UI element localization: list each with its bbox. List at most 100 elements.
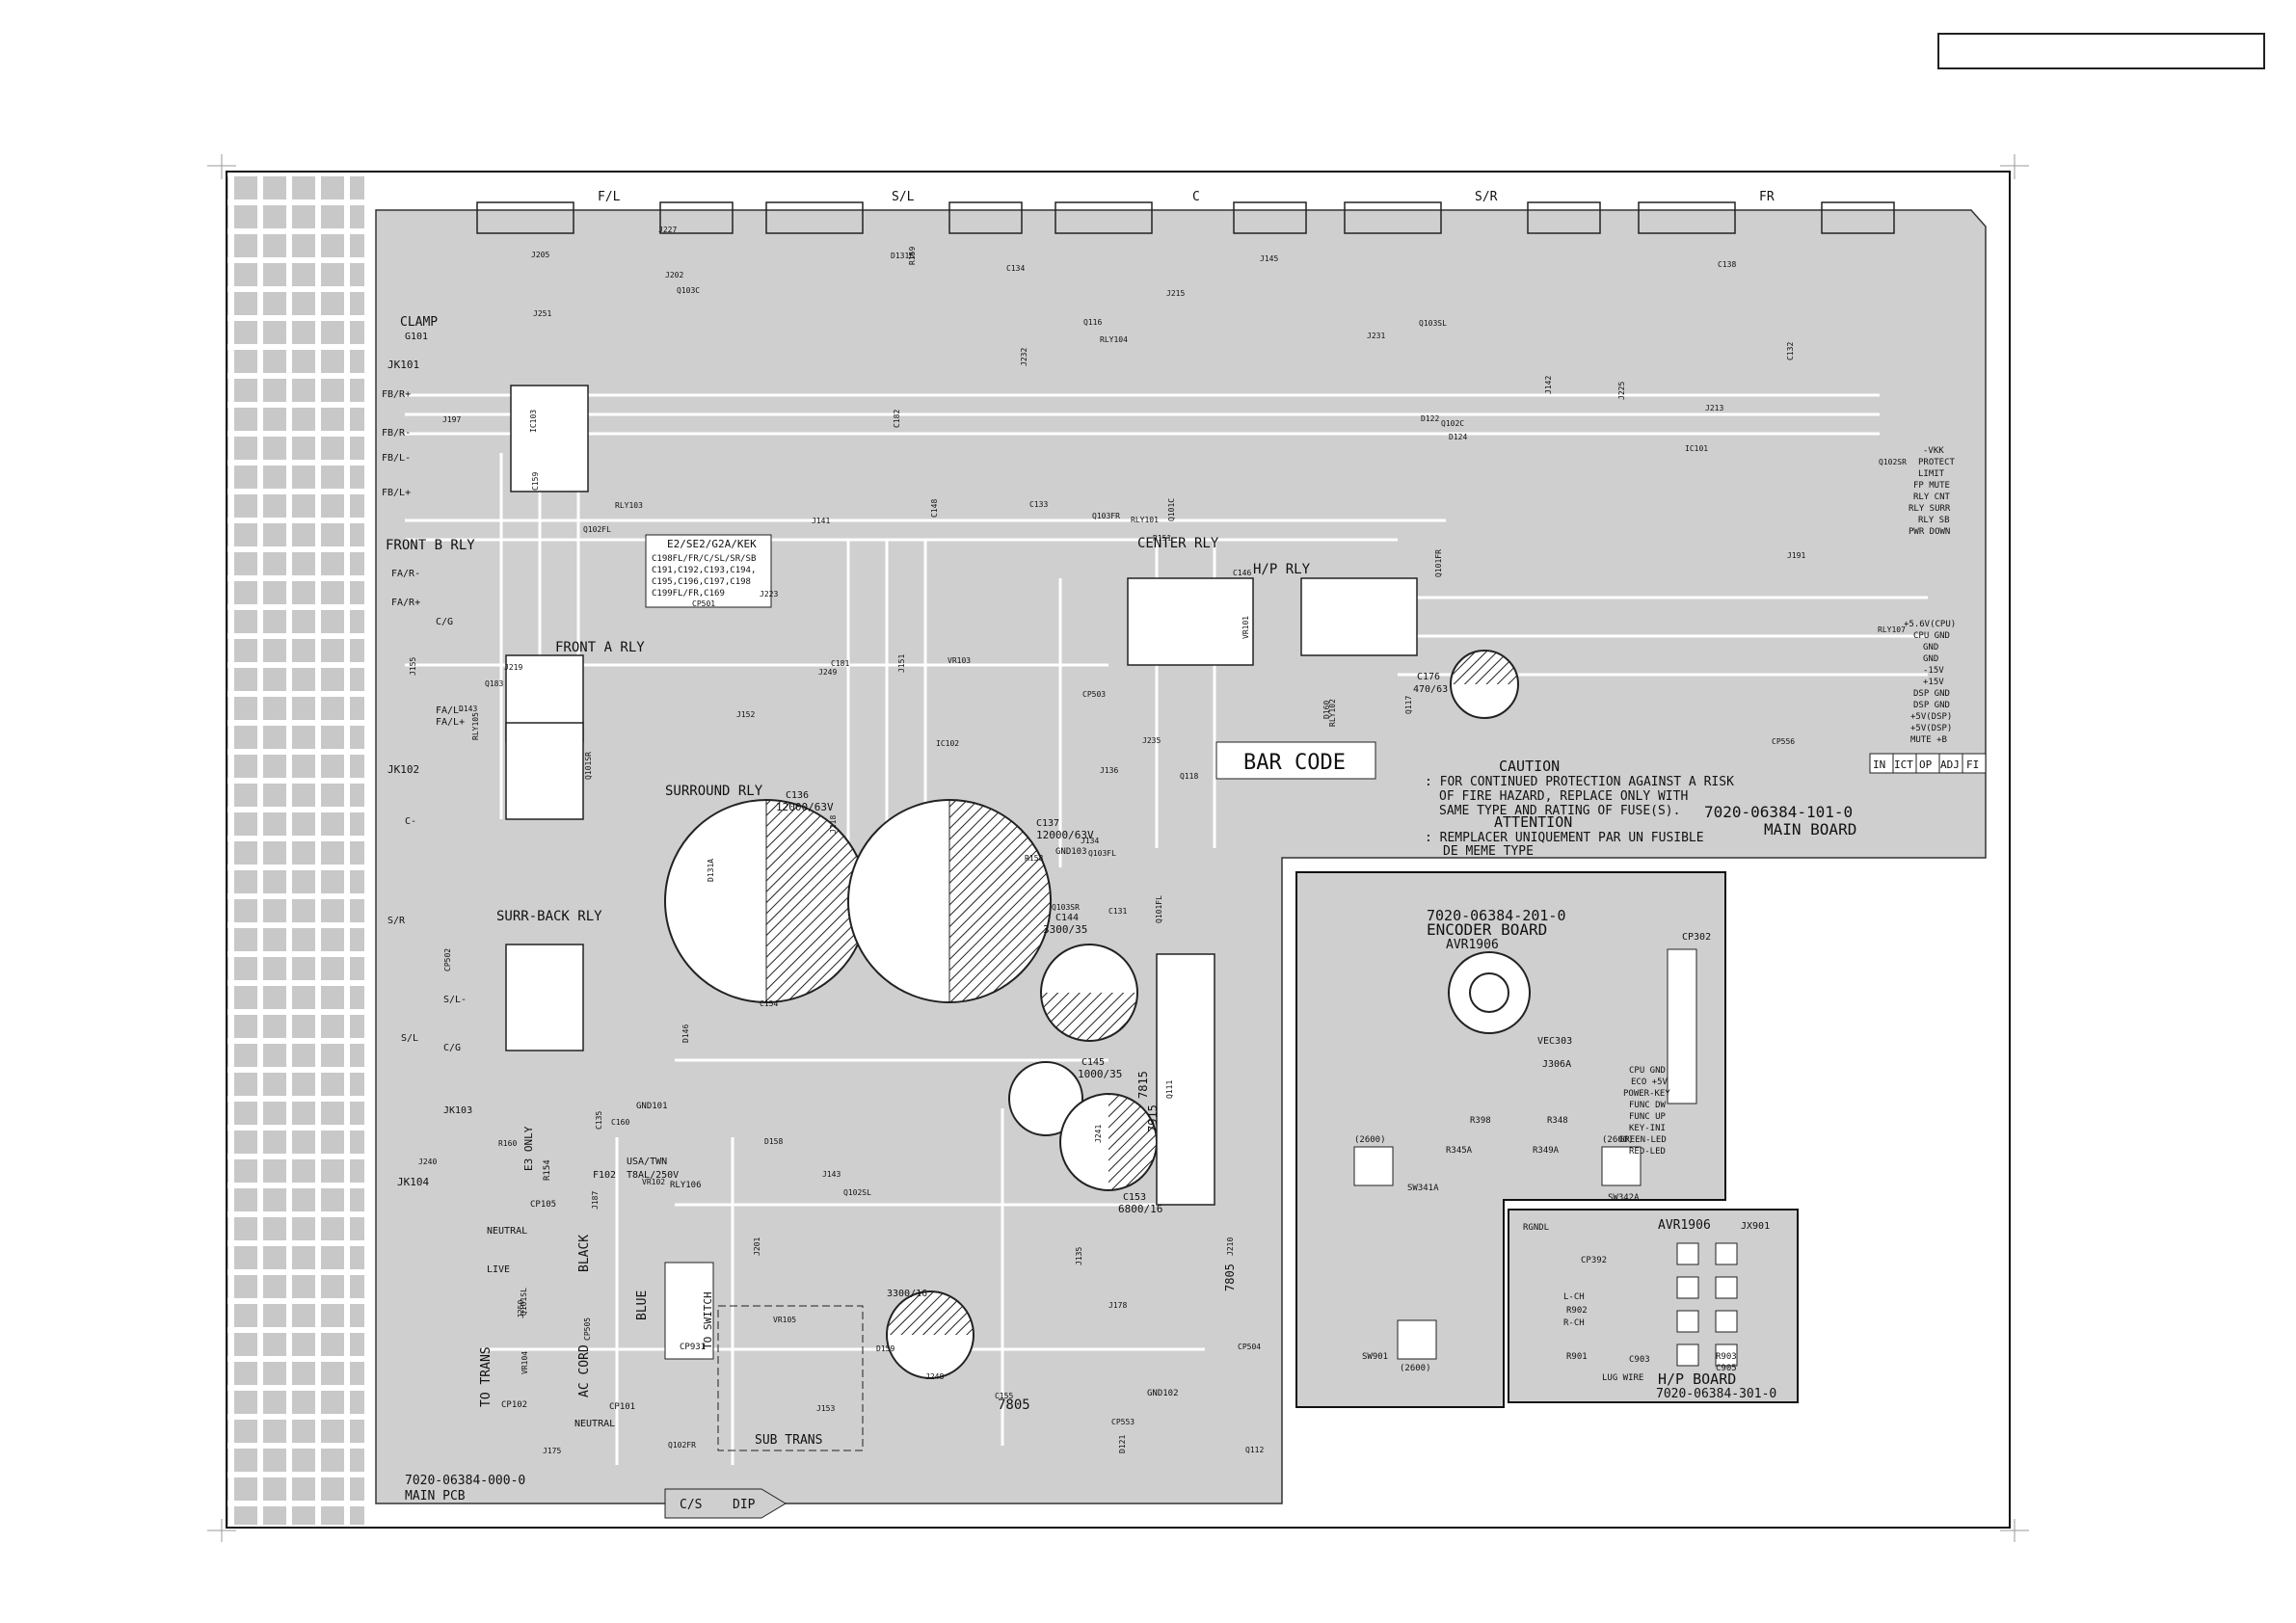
svg-text:+5V(DSP): +5V(DSP) <box>1910 712 1952 722</box>
ref-designator: J145 <box>1260 254 1278 263</box>
c137-value: 12000/63V <box>1036 829 1094 841</box>
caution-line-2: OF FIRE HAZARD, REPLACE ONLY WITH <box>1439 789 1688 804</box>
svg-text:ECO +5V: ECO +5V <box>1631 1078 1669 1087</box>
dip-arrow <box>664 1488 787 1519</box>
cp101-label: CP101 <box>609 1402 635 1412</box>
svg-text:GREEN-LED: GREEN-LED <box>1619 1135 1667 1145</box>
blue-label: BLUE <box>635 1290 650 1320</box>
ref-designator: J197 <box>442 415 461 424</box>
ref-designator: J205 <box>531 251 549 259</box>
ac-cord-label: AC CORD <box>577 1344 592 1397</box>
relay-boxes <box>505 385 1418 1051</box>
hp-rgndl: RGNDL <box>1523 1223 1549 1233</box>
ref-designator: RLY104 <box>1100 335 1128 344</box>
hp-jk: JX901 <box>1741 1221 1770 1232</box>
hp-name: H/P BOARD <box>1658 1370 1736 1388</box>
c153-label: C153 <box>1123 1192 1146 1203</box>
arrow-cs: C/S <box>680 1498 702 1512</box>
label-sr: S/R <box>1475 190 1498 204</box>
svg-text:KEY-INI: KEY-INI <box>1629 1124 1666 1133</box>
main-filter-caps <box>664 650 1519 1379</box>
ref-designator: Q103SR <box>1052 903 1080 912</box>
ref-designator: J240 <box>418 1157 437 1166</box>
ref-designator: J227 <box>658 226 677 234</box>
test-ict: ICT <box>1894 758 1913 771</box>
c144-value: 3300/35 <box>1043 923 1087 936</box>
ref-designator: J143 <box>822 1170 841 1179</box>
sl-label: S/L <box>401 1033 418 1044</box>
front-b-rly-label: FRONT B RLY <box>386 538 475 553</box>
ref-designator: D143 <box>459 705 477 713</box>
ref-designator: D160 <box>1322 701 1331 719</box>
legend-box-frame <box>645 534 772 608</box>
far-plus-label: FA/R+ <box>391 598 420 608</box>
surr-back-rly-label: SURR-BACK RLY <box>496 909 602 924</box>
legend-title: E2/SE2/G2A/KEK <box>667 538 757 550</box>
c176-value: 470/63 <box>1413 684 1448 695</box>
svg-text:+5V(DSP): +5V(DSP) <box>1910 724 1952 733</box>
ref-designator: J152 <box>736 710 755 719</box>
ref-designator: RLY101 <box>1131 516 1159 524</box>
ref-designator: C131 <box>1108 907 1127 916</box>
arrow-dip: DIP <box>733 1498 756 1512</box>
ref-designator: C182 <box>893 410 901 428</box>
ref-designator: J136 <box>1100 766 1118 775</box>
svg-text:PWR DOWN: PWR DOWN <box>1909 527 1950 537</box>
reg-7805-label: 7805 <box>998 1397 1030 1413</box>
hp-code: 7020-06384-301-0 <box>1656 1387 1776 1401</box>
ref-designator: CP503 <box>1082 690 1106 699</box>
cp931-label: CP931 <box>680 1343 706 1352</box>
encoder-name: ENCODER BOARD <box>1427 920 1547 939</box>
hp-jack-pads <box>1676 1242 1738 1367</box>
ref-designator: Q112 <box>1245 1446 1264 1454</box>
crop-marks <box>207 154 2029 1542</box>
sub-trans-label: SUB TRANS <box>755 1433 822 1448</box>
c145-label: C145 <box>1081 1057 1105 1068</box>
ref-designator: Q101C <box>1167 498 1176 521</box>
ref-designator: Q103FL <box>1088 849 1116 858</box>
ref-designator: Q101FL <box>1155 895 1163 923</box>
ref-designator: C146 <box>1233 569 1251 577</box>
hp-c905: C905 <box>1716 1364 1737 1373</box>
caution-line-4: : REMPLACER UNIQUEMENT PAR UN FUSIBLE <box>1425 831 1704 845</box>
ref-designator: D131B <box>891 252 914 260</box>
svg-text:FP MUTE: FP MUTE <box>1913 481 1950 491</box>
ref-designator: Q118 <box>1180 772 1198 781</box>
reg-7805-b-label: 7805 <box>1223 1264 1237 1291</box>
encoder-vec: VEC303 <box>1537 1036 1572 1047</box>
c-minus-label: C- <box>405 816 416 827</box>
ref-designator: C181 <box>831 659 849 668</box>
ref-designator: CP501 <box>692 599 715 608</box>
svg-text:MUTE +B: MUTE +B <box>1910 735 1947 745</box>
ref-designator: J219 <box>504 663 522 672</box>
legend-line-2: C191,C192,C193,C194, <box>652 566 756 575</box>
ref-designator: D124 <box>1449 433 1467 441</box>
sw341-body <box>1353 1146 1394 1186</box>
jk102-label: JK102 <box>387 763 419 776</box>
ref-designator: Q101SR <box>584 752 593 780</box>
ref-designator: C132 <box>1786 342 1795 360</box>
to-trans-label: TO TRANS <box>479 1346 494 1407</box>
ref-designator: C159 <box>531 472 540 491</box>
encoder-connector <box>1667 948 1697 1104</box>
c176-label: C176 <box>1417 672 1440 682</box>
r345-label: R345A <box>1446 1146 1473 1156</box>
gnd103-label: GND103 <box>1055 847 1087 857</box>
ref-designator: J202 <box>665 271 683 279</box>
encoder-cp: CP302 <box>1682 932 1711 943</box>
caution-line-3: SAME TYPE AND RATING OF FUSE(S). <box>1439 804 1680 818</box>
ref-designator: Q103SL <box>1419 319 1447 328</box>
encoder-pin-labels: CPU GND ECO +5V POWER-KEY FUNC DW FUNC U… <box>1619 1066 1670 1157</box>
test-in: IN <box>1873 758 1885 771</box>
ref-designator: J249 <box>818 668 837 677</box>
ref-designator: IC103 <box>529 410 538 433</box>
r348-label: R348 <box>1547 1116 1568 1126</box>
ref-designator: Q102C <box>1441 419 1464 428</box>
hp-lch: L-CH <box>1563 1292 1585 1302</box>
c153-value: 6800/16 <box>1118 1203 1162 1215</box>
r154-label: R154 <box>543 1159 552 1181</box>
ref-designator: C134 <box>1006 264 1025 273</box>
cp102-label: CP102 <box>501 1400 527 1410</box>
fuse-label: T8AL/250V <box>627 1170 679 1181</box>
ref-designator: Q117 <box>1404 696 1413 714</box>
